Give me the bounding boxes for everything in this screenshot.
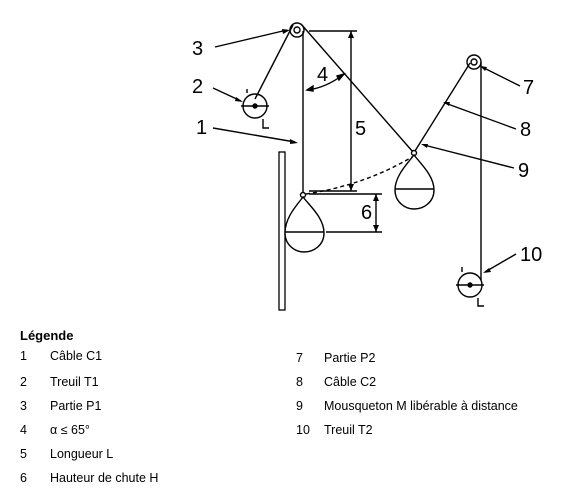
- legend-text: Partie P2: [324, 351, 376, 365]
- legend-number: 2: [20, 375, 27, 389]
- callout-8: 8: [520, 119, 531, 141]
- legend-number: 10: [296, 423, 310, 437]
- legend-text: Câble C2: [324, 375, 377, 389]
- legend-number: 8: [296, 375, 303, 389]
- callout-9: 9: [518, 160, 529, 182]
- legend-number: 1: [20, 349, 27, 363]
- load-lower: [284, 191, 325, 253]
- load-upper: [394, 149, 435, 210]
- legend-number: 6: [20, 471, 27, 485]
- legend-text: Câble C1: [50, 349, 103, 363]
- legend-number: 9: [296, 399, 303, 413]
- callout-7: 7: [523, 77, 534, 99]
- winch-t2: [456, 267, 484, 307]
- rigging-diagram: 3 2 1 4 5 6 7 8 9 10: [192, 22, 542, 311]
- legend-number: 5: [20, 447, 27, 461]
- legend-number: 3: [20, 399, 27, 413]
- legend-text: Mousqueton M libérable à distance: [324, 399, 518, 413]
- callout-1: 1: [196, 117, 207, 139]
- pulley-p2: [466, 54, 482, 70]
- winch-t1: [241, 89, 269, 129]
- cable-c2: [414, 62, 471, 152]
- legend-number: 7: [296, 351, 303, 365]
- callout-5: 5: [355, 118, 366, 140]
- callout-4: 4: [317, 64, 328, 86]
- legend-number: 4: [20, 423, 27, 437]
- cable-winch1-pulley1: [254, 24, 294, 100]
- support-post: [278, 151, 286, 311]
- legend-text: Treuil T1: [50, 375, 99, 389]
- legend-title: Légende: [20, 328, 74, 343]
- cable-p1-hook: [300, 23, 414, 153]
- callout-10: 10: [520, 244, 542, 266]
- legend-text: α ≤ 65°: [50, 423, 90, 437]
- legend-text: Partie P1: [50, 399, 102, 413]
- callout-3: 3: [192, 38, 203, 60]
- legend-text: Hauteur de chute H: [50, 471, 159, 485]
- legend-text: Longueur L: [50, 447, 114, 461]
- legend-text: Treuil T2: [324, 423, 373, 437]
- callout-6: 6: [361, 202, 372, 224]
- swing-path: [305, 156, 413, 195]
- callout-2: 2: [192, 76, 203, 98]
